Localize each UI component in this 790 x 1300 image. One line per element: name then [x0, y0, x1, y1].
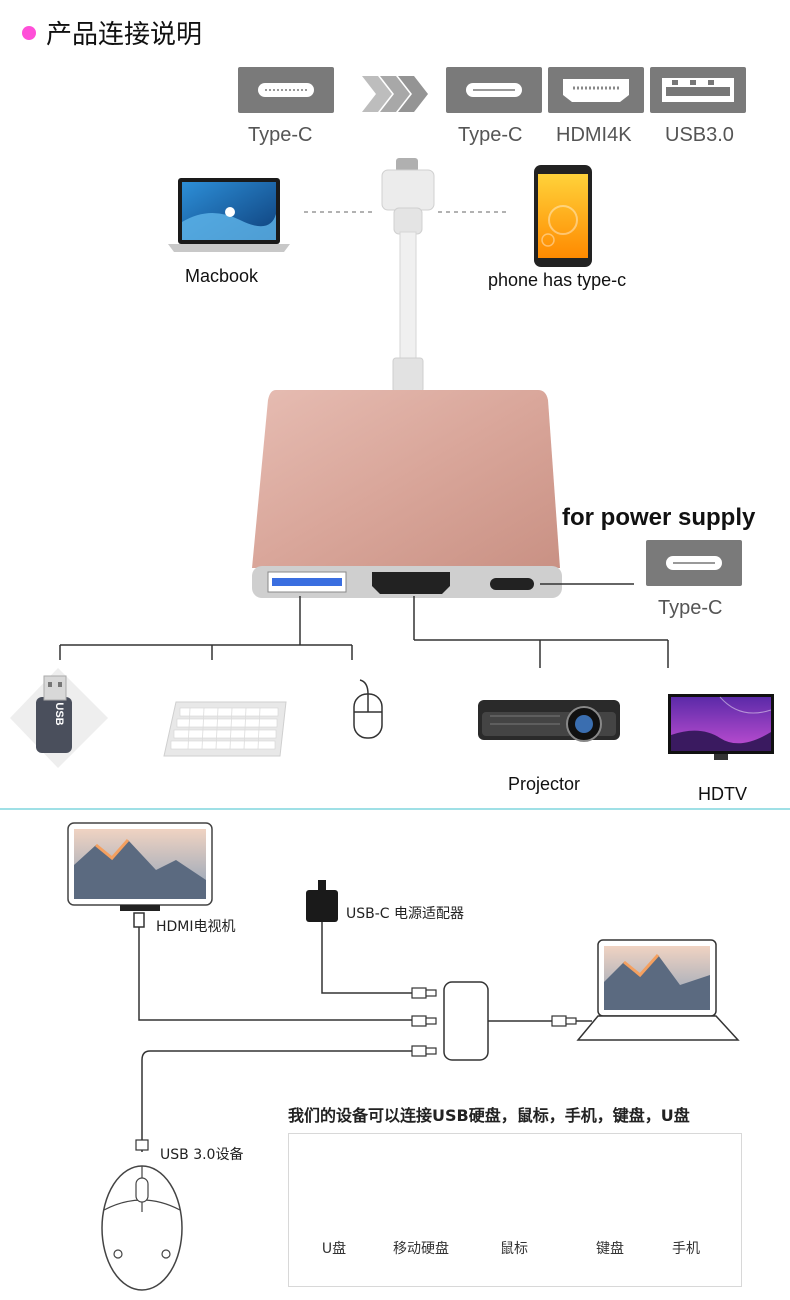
usb-branch-lines: [59, 596, 353, 660]
projector-illustration: [478, 700, 620, 742]
header: 产品连接说明: [22, 14, 202, 51]
schematic-laptop: [576, 939, 740, 1041]
hdmi-branch-lines: [413, 596, 669, 668]
output-port-label-usb: USB3.0: [665, 124, 734, 146]
hdmi-plug-icon: [133, 912, 145, 940]
page-title: 产品连接说明: [46, 20, 203, 50]
output-hdmi-port: [548, 67, 644, 113]
input-typec-port: [238, 67, 334, 113]
device-label-mouse: 鼠标: [500, 1241, 528, 1257]
hdtv-label: HDTV: [698, 784, 747, 804]
bullet-dot-icon: [22, 25, 36, 40]
schematic-wires: [138, 934, 592, 1140]
macbook-illustration: [168, 178, 290, 252]
usb-stick-text: USB: [53, 702, 65, 726]
schematic-mouse: [101, 1139, 183, 1291]
mouse-icon: [353, 679, 383, 739]
output-port-label-typec: Type-C: [458, 124, 523, 146]
arrow-icon: [362, 76, 428, 112]
power-port-label: Type-C: [658, 597, 723, 619]
device-label-keyboard: 键盘: [596, 1241, 624, 1257]
keyboard-illustration: [163, 701, 287, 757]
phone-illustration: [534, 165, 592, 267]
power-typec-port: [646, 540, 742, 586]
phone-label: phone has type-c: [488, 270, 627, 290]
usb3-device-label: USB 3.0设备: [160, 1147, 244, 1163]
section-divider: [0, 808, 790, 810]
schematic-hub: [443, 981, 489, 1061]
output-typec-port: [446, 67, 542, 113]
usb-stick-illustration: [10, 668, 108, 768]
device-label-udisk: U盘: [321, 1241, 347, 1257]
device-label-phone: 手机: [672, 1241, 700, 1257]
usb-c-hub: [252, 390, 562, 598]
projector-label: Projector: [508, 774, 581, 794]
usbc-adapter-label: USB-C 电源适配器: [346, 906, 465, 922]
device-list-box: [288, 1133, 742, 1287]
macbook-label: Macbook: [185, 266, 259, 286]
input-port-label: Type-C: [248, 124, 313, 146]
schematic-hub-plugs: [411, 987, 577, 1057]
hdmi-tv-label: HDMI电视机: [156, 919, 236, 935]
output-usb-port: [650, 67, 746, 113]
typec-cable: [381, 158, 435, 393]
power-supply-label: for power supply: [562, 504, 756, 531]
hdmi-tv-illustration: [67, 822, 213, 911]
power-adapter-icon: [306, 880, 338, 934]
hdtv-illustration: [668, 694, 774, 760]
device-caption: 我们的设备可以连接USB硬盘，鼠标，手机，键盘，U盘: [288, 1106, 690, 1125]
output-port-label-hdmi: HDMI4K: [556, 124, 632, 146]
device-label-hard-drive: 移动硬盘: [393, 1241, 449, 1257]
